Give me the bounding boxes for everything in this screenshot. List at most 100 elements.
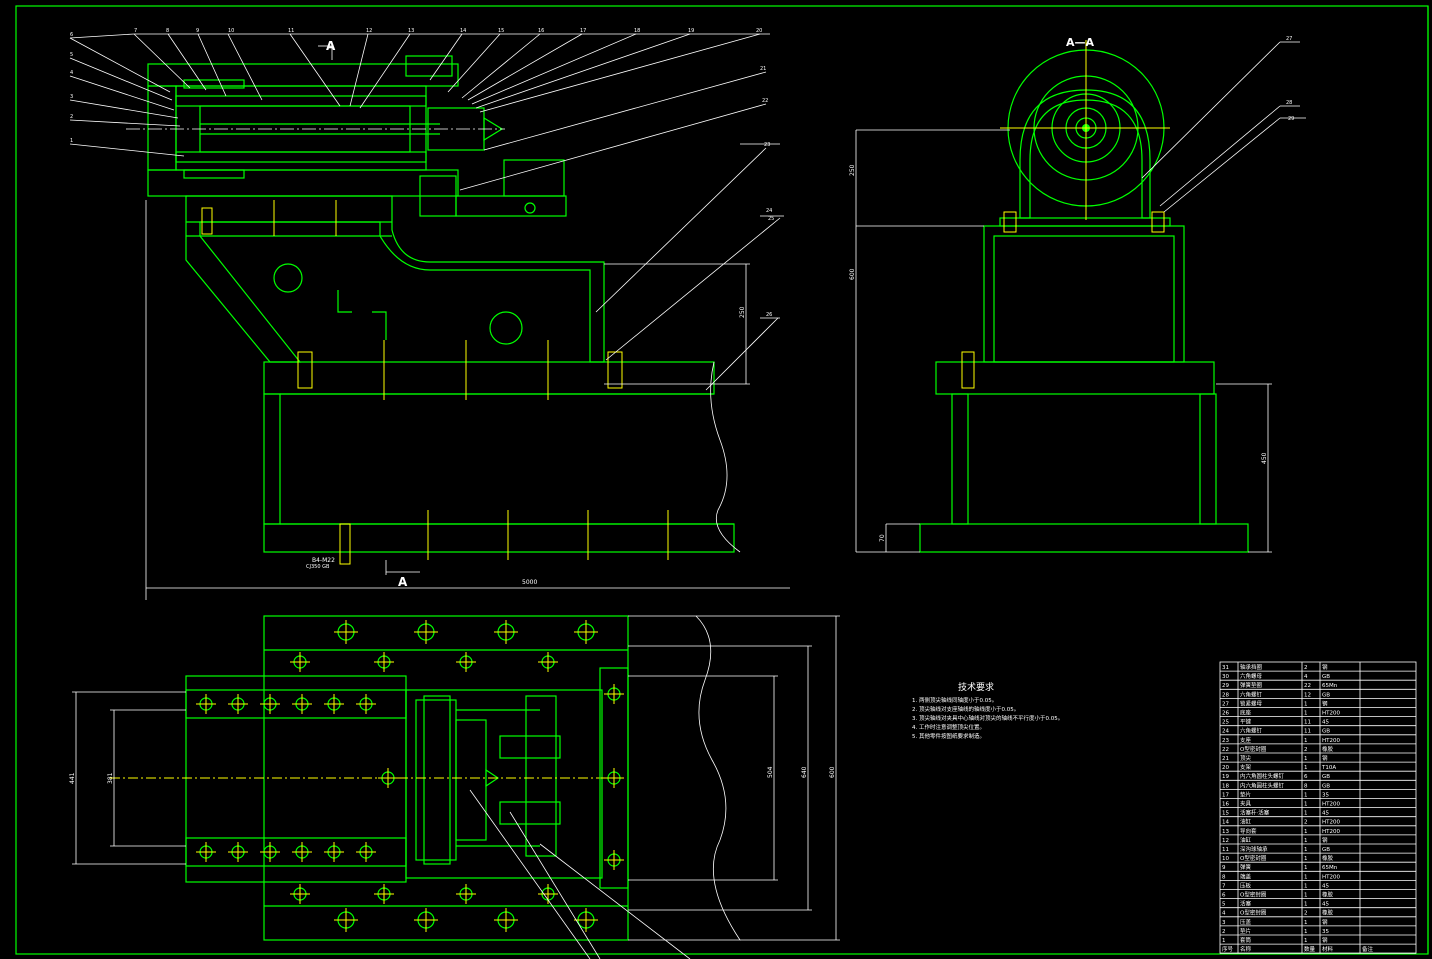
dim-plan-d3: 504	[767, 766, 774, 778]
bom-cell: 支座	[1240, 736, 1252, 744]
dim-side-mid: 450	[1261, 452, 1268, 464]
bom-cell: 支架	[1240, 763, 1252, 771]
bom-cell: 31	[1222, 665, 1229, 671]
dim-upper-height: 250	[739, 306, 746, 318]
leader-label: 29	[1288, 116, 1294, 122]
bom-cell: 钢	[1322, 936, 1328, 944]
leader-label: 16	[538, 28, 544, 34]
bom-cell: 1	[1304, 865, 1308, 871]
bom-cell: 1	[1304, 920, 1308, 926]
leader-label: 10	[228, 28, 234, 34]
bom-header-cell: 数量	[1304, 945, 1316, 953]
bom-cell: 13	[1222, 829, 1229, 835]
leader-label: 23	[764, 142, 770, 148]
bom-cell: 8	[1304, 783, 1308, 789]
tech-req-item: 3. 顶尖轴线对夹具中心轴线对顶尖的轴线不平行度小于0.05。	[912, 714, 1063, 722]
leader-label: 8	[166, 28, 169, 34]
bom-header-cell: 序号	[1222, 945, 1234, 953]
bom-cell: 4	[1222, 911, 1226, 917]
bom-cell: GB	[1322, 729, 1330, 735]
leader-label: 9	[196, 28, 199, 34]
bom-cell: 1	[1304, 765, 1308, 771]
bom-cell: 橡胶	[1322, 745, 1334, 753]
bom-cell: 35	[1322, 929, 1329, 935]
leader-label: 14	[460, 28, 466, 34]
section-marker-top: A	[326, 39, 336, 53]
bom-cell: 弹簧	[1240, 863, 1252, 871]
bom-cell: 六角螺钉	[1240, 690, 1263, 698]
leader-label: 4	[70, 70, 73, 76]
bolt-note-top: B4-M22	[312, 557, 335, 564]
tech-req-list: 1. 两侧顶尖轴线同轴度小于0.05。2. 顶尖轴线对支座轴线的轴线度小于0.0…	[912, 696, 1063, 740]
bom-cell: 垫片	[1240, 927, 1251, 935]
bom-cell: 橡胶	[1322, 909, 1334, 917]
bom-cell: 六角螺钉	[1240, 727, 1263, 735]
leader-label: 5	[70, 52, 73, 58]
bom-cell: 15	[1222, 811, 1229, 817]
bom-cell: 18	[1222, 783, 1229, 789]
bom-cell: HT200	[1322, 711, 1340, 717]
bom-cell: T10A	[1321, 765, 1336, 771]
bom-cell: O型密封圈	[1240, 745, 1267, 753]
bom-cell: 1	[1304, 792, 1308, 798]
leader-label: 22	[762, 98, 768, 104]
side-view	[855, 40, 1306, 553]
bom-cell: 1	[1222, 938, 1226, 944]
bom-cell: 钢	[1322, 918, 1328, 926]
bom-cell: O型密封圈	[1240, 854, 1267, 862]
bom-cell: 橡胶	[1322, 891, 1334, 899]
bom-cell: 19	[1222, 774, 1229, 780]
bom-cell: 六角螺母	[1240, 672, 1263, 680]
bom-cell: 21	[1222, 756, 1229, 762]
bom-cell: 底座	[1240, 709, 1252, 717]
bom-cell: 压板	[1240, 881, 1252, 889]
bom-cell: GB	[1322, 674, 1330, 680]
bom-cell: 11	[1304, 720, 1311, 726]
bom-cell: 30	[1222, 674, 1229, 680]
bom-cell: 1	[1304, 756, 1308, 762]
bom-cell: GB	[1322, 783, 1330, 789]
bom-cell: 8	[1222, 874, 1226, 880]
leader-label: 13	[408, 28, 414, 34]
leader-label: 25	[768, 216, 774, 222]
bom-cell: 1	[1304, 847, 1308, 853]
bom-cell: HT200	[1322, 829, 1340, 835]
dim-side-lower: 600	[849, 268, 856, 280]
bom-cell: 1	[1304, 883, 1308, 889]
bom-cell: 16	[1222, 802, 1229, 808]
tech-req-item: 1. 两侧顶尖轴线同轴度小于0.05。	[912, 696, 997, 704]
bom-cell: 45	[1322, 811, 1329, 817]
dim-plan-d5: 381	[107, 772, 114, 784]
bom-cell: 1	[1304, 802, 1308, 808]
leader-label: 12	[366, 28, 372, 34]
bom-cell: 3	[1222, 920, 1226, 926]
plan-view	[72, 615, 840, 959]
bom-cell: 1	[1304, 711, 1308, 717]
bom-cell: 9	[1222, 865, 1226, 871]
bom-cell: 22	[1304, 683, 1311, 689]
bom-cell: O型密封圈	[1240, 909, 1267, 917]
leader-label: 26	[766, 312, 772, 318]
leader-label: 28	[1286, 100, 1292, 106]
bom-cell: O型密封圈	[1240, 891, 1267, 899]
bom-header-cell: 备注	[1362, 945, 1374, 953]
dim-plan-d1: 600	[829, 766, 836, 778]
bom-cell: 10	[1222, 856, 1229, 862]
bom-cell: 1	[1304, 701, 1308, 707]
bom-cell: 22	[1222, 747, 1229, 753]
leader-label: 20	[756, 28, 762, 34]
bom-header-cell: 材料	[1322, 945, 1334, 953]
bom-cell: 7	[1222, 883, 1226, 889]
bom-cell: 20	[1222, 765, 1229, 771]
bom-cell: 5	[1222, 902, 1226, 908]
bom-cell: 26	[1222, 711, 1229, 717]
bom-cell: 内六角圆柱头螺钉	[1240, 772, 1285, 780]
section-marker-bottom: A	[398, 575, 408, 589]
leader-label: 1	[70, 138, 73, 144]
front-view	[69, 33, 790, 600]
bom-cell: 垫片	[1240, 790, 1251, 798]
bom-cell: HT200	[1322, 874, 1340, 880]
bom-cell: 2	[1304, 747, 1308, 753]
bom-cell: 压盖	[1240, 918, 1252, 926]
